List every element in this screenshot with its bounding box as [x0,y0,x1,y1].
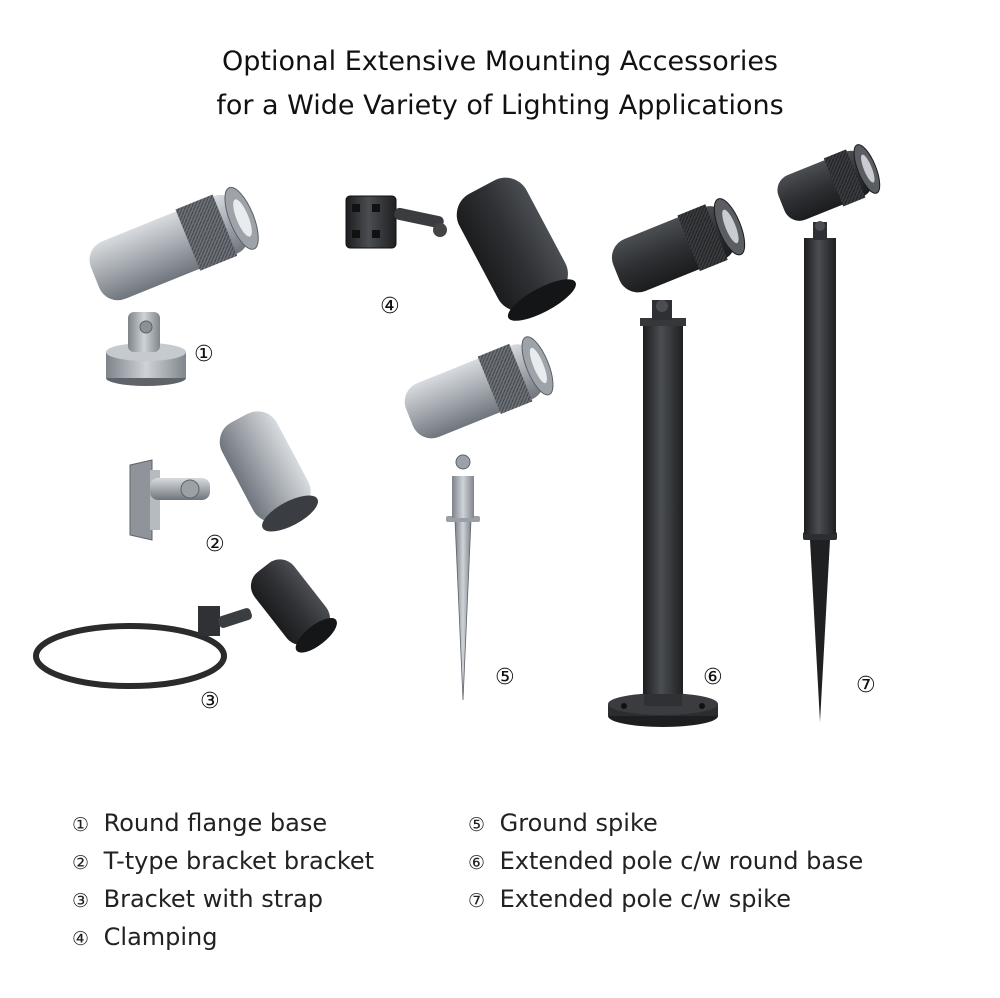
legend-item: ⑥ Extended pole c/w round base [468,842,863,880]
legend-marker: ① [72,814,90,836]
legend-marker: ⑥ [468,852,486,874]
legend-text: Extended pole c/w spike [499,885,791,913]
legend-item: ③ Bracket with strap [72,880,374,918]
legend-left: ① Round flange base ② T-type bracket bra… [72,804,374,956]
legend-item: ② T-type bracket bracket [72,842,374,880]
callout-1: ① [194,342,214,367]
legend-text: Ground spike [499,809,658,837]
t-type-bracket-lamp [129,411,319,541]
legend-marker: ⑤ [468,814,486,836]
legend-text: Clamping [103,923,218,951]
legend-text: Bracket with strap [103,885,323,913]
legend-right: ⑤ Ground spike ⑥ Extended pole c/w round… [468,804,863,918]
pole-round-base-lamp [608,198,746,727]
callout-6: ⑥ [703,665,723,690]
ground-spike-lamp [404,336,554,701]
round-flange-base-lamp [89,186,259,386]
legend-marker: ② [72,852,90,874]
pole-spike-lamp [777,144,881,722]
strap-bracket-lamp [33,559,337,689]
legend-text: Round flange base [103,809,328,837]
legend-item: ① Round flange base [72,804,374,842]
title-line-1: Optional Extensive Mounting Accessories [221,46,779,77]
callout-5: ⑤ [495,665,515,690]
callout-3: ③ [200,689,220,714]
legend-marker: ④ [72,928,90,950]
legend-marker: ⑦ [468,890,486,912]
legend-text: T-type bracket bracket [103,847,375,875]
title-line-2: for a Wide Variety of Lighting Applicati… [216,90,784,121]
legend-item: ④ Clamping [72,918,374,956]
legend-item: ⑦ Extended pole c/w spike [468,880,863,918]
clamping-lamp [345,177,576,321]
legend-text: Extended pole c/w round base [499,847,864,875]
page-title: Optional Extensive Mounting Accessories … [0,40,1000,128]
callout-7: ⑦ [856,673,876,698]
legend-item: ⑤ Ground spike [468,804,863,842]
legend-marker: ③ [72,890,90,912]
callout-4: ④ [380,294,400,319]
callout-2: ② [205,532,225,557]
